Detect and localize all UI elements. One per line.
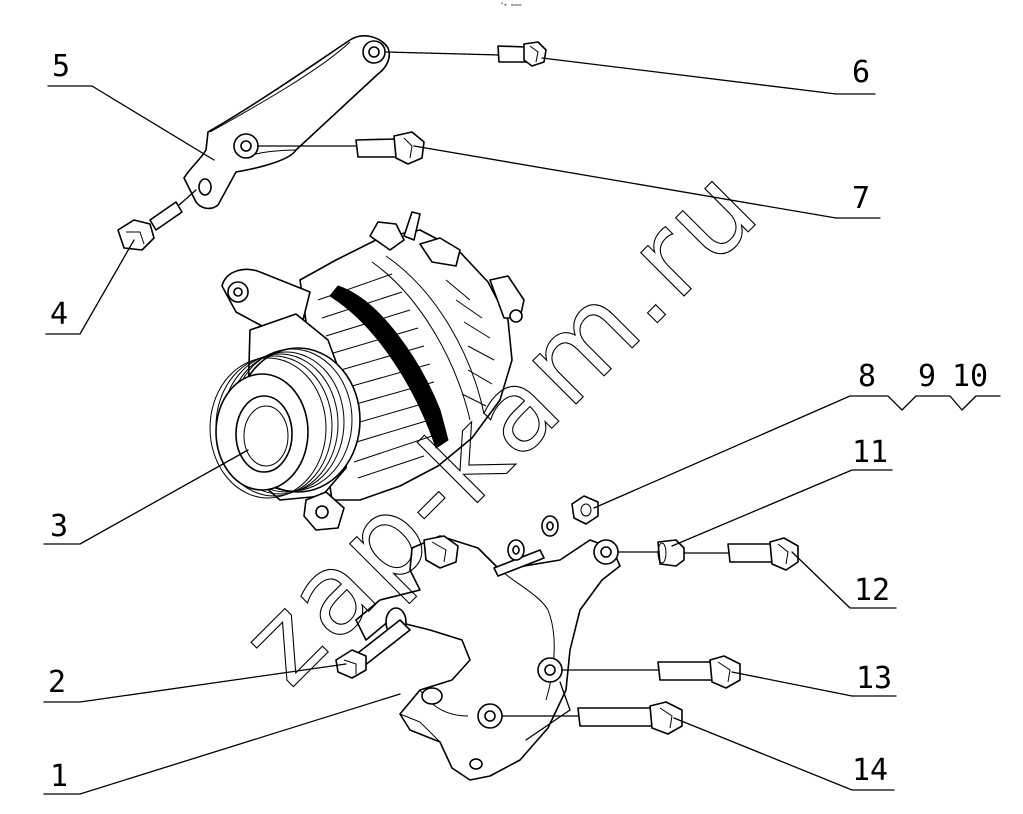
bolt-14 (501, 701, 683, 735)
alternator-pulley (209, 347, 361, 499)
bolt-4 (117, 189, 197, 251)
callout-13: 13 (856, 661, 892, 696)
leader-lines (43, 57, 1001, 795)
bolt-2 (335, 619, 411, 679)
callout-5: 5 (52, 49, 70, 84)
spacer-11 (617, 539, 685, 567)
callout-9: 9 (918, 359, 936, 394)
callout-labels: 5 6 7 4 8 9 10 11 3 12 13 2 14 1 (48, 49, 988, 794)
callout-14: 14 (852, 753, 888, 788)
bolt-12 (683, 537, 799, 571)
callout-8: 8 (858, 359, 876, 394)
callout-12: 12 (854, 573, 890, 608)
callout-6: 6 (852, 55, 870, 90)
callout-11: 11 (852, 435, 888, 470)
callout-4: 4 (50, 297, 68, 332)
bolt-13 (561, 655, 741, 689)
callout-3: 3 (50, 509, 68, 544)
upper-bracket (183, 35, 391, 210)
callout-1: 1 (50, 759, 68, 794)
alternator (209, 211, 525, 531)
bolt-6 (385, 41, 547, 67)
bolt-7 (257, 131, 425, 165)
stud-washers-nut (493, 495, 599, 577)
callout-2: 2 (48, 665, 66, 700)
top-mark: "• === (500, 2, 522, 9)
callout-7: 7 (852, 181, 870, 216)
callout-10: 10 (952, 359, 988, 394)
